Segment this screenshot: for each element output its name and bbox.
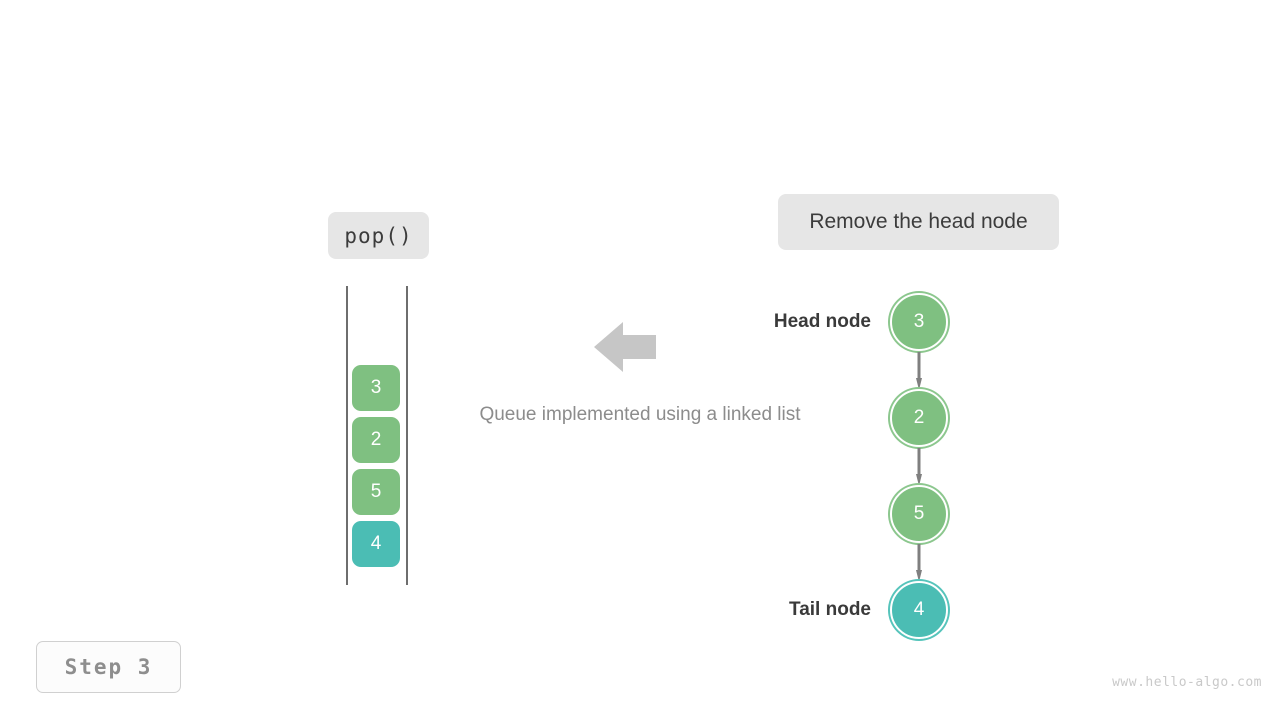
step-badge: Step 3 [36, 641, 181, 693]
list-node-tail: 4 [890, 581, 948, 639]
list-node-value: 5 [913, 503, 925, 524]
queue-cell: 5 [352, 469, 400, 515]
linked-list-diagram: 3 2 5 4 [860, 286, 980, 646]
queue-cell-value: 3 [370, 377, 382, 398]
caption-text: Queue implemented using a linked list [479, 404, 801, 425]
queue-cell-stack: 3 2 5 4 [352, 365, 400, 567]
operation-label-text: pop() [344, 223, 413, 248]
operation-label-chip: pop() [328, 212, 429, 259]
queue-cell: 3 [352, 365, 400, 411]
list-node-value: 3 [913, 311, 925, 332]
link-arrow-icon [916, 352, 922, 390]
queue-column: 3 2 5 4 [346, 286, 408, 585]
left-arrow-icon [594, 322, 656, 372]
queue-cell: 2 [352, 417, 400, 463]
queue-cell-value: 4 [370, 533, 382, 554]
watermark: www.hello-algo.com [1112, 675, 1262, 690]
queue-cell: 4 [352, 521, 400, 567]
queue-rail-left [346, 286, 348, 585]
list-node-value: 2 [913, 407, 925, 428]
action-description-text: Remove the head node [809, 210, 1028, 233]
link-arrow-icon [916, 448, 922, 486]
head-node-label: Head node [773, 311, 871, 332]
tail-node-label: Tail node [789, 599, 871, 620]
step-badge-text: Step 3 [64, 655, 153, 679]
queue-rail-right [406, 286, 408, 585]
list-node: 2 [890, 389, 948, 447]
action-description-chip: Remove the head node [778, 194, 1059, 250]
list-node-head: 3 [890, 293, 948, 351]
list-node: 5 [890, 485, 948, 543]
queue-cell-value: 2 [370, 429, 382, 450]
link-arrow-icon [916, 544, 922, 582]
queue-cell-value: 5 [370, 481, 382, 502]
list-node-value: 4 [913, 599, 925, 620]
